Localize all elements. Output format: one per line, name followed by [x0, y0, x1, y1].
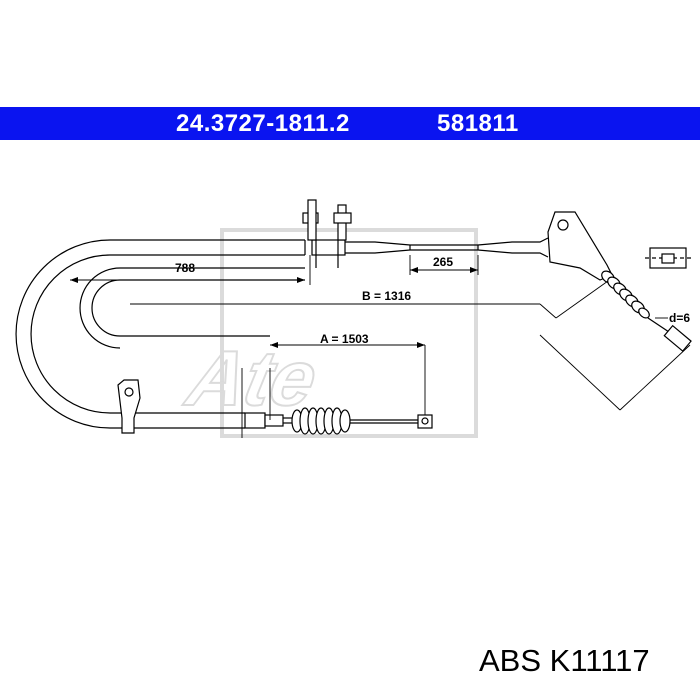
footer-label: ABS K11117 — [479, 643, 650, 679]
footer-code: K11117 — [549, 643, 650, 678]
dimension-788-label: 788 — [175, 261, 195, 275]
reference-number: 581811 — [437, 110, 519, 137]
mounting-bracket — [302, 199, 352, 268]
dimension-d-label: d=6 — [669, 311, 690, 325]
dimension-lines — [70, 255, 691, 438]
right-end-bracket — [547, 211, 613, 281]
dimension-265-label: 265 — [433, 255, 453, 269]
end-cap-symbol — [645, 247, 691, 269]
dimension-b-label: B = 1316 — [362, 289, 411, 303]
right-bellows — [601, 270, 692, 352]
footer-brand: ABS — [479, 643, 542, 678]
ate-watermark-logo: Ate — [177, 228, 478, 438]
upper-cable-section — [304, 237, 549, 258]
dimension-arrows — [70, 267, 478, 348]
part-number: 24.3727-1811.2 — [176, 110, 350, 137]
dimension-a-label: A = 1503 — [320, 332, 369, 346]
left-end-fitting — [117, 379, 141, 434]
lower-cable-section — [244, 412, 294, 429]
svg-text:Ate: Ate — [178, 335, 324, 422]
header-bar: 24.3727-1811.2 581811 — [0, 107, 700, 140]
cable-loop — [15, 239, 305, 429]
lower-bellows — [291, 407, 433, 435]
